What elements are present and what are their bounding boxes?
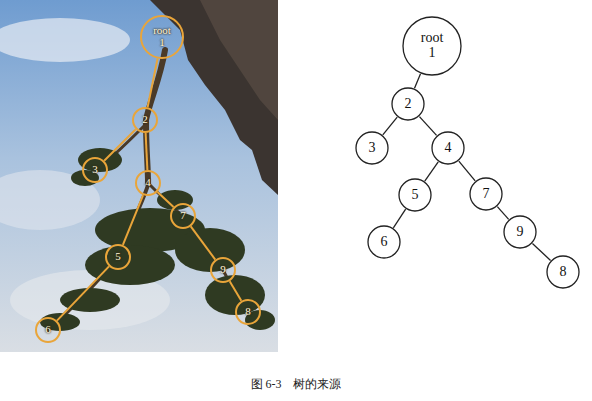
node-label: 4: [445, 141, 452, 156]
node-label: 7: [483, 187, 490, 202]
node-text-wrap: root 1: [417, 31, 447, 60]
node-label: 3: [369, 141, 376, 156]
photo-circle: 4: [135, 170, 161, 196]
photo-branch-line: [123, 195, 143, 245]
node-label: 9: [517, 225, 524, 240]
node-text-wrap: 6: [381, 235, 388, 250]
tree-node: 6: [367, 225, 401, 259]
node-label: 7: [180, 210, 186, 222]
node-text-wrap: 7: [483, 187, 490, 202]
node-label: 5: [115, 251, 121, 263]
figure-caption: 图 6-3 树的来源: [0, 376, 592, 393]
photo-circle: 2: [132, 107, 158, 133]
tree-node: 3: [355, 131, 389, 165]
tree-node: root 1: [402, 16, 462, 76]
photo-branch-line: [230, 281, 242, 301]
photo-circle: 8: [235, 299, 261, 325]
node-text-wrap: 2: [142, 114, 148, 126]
node-text-wrap: root 1: [150, 25, 174, 48]
photo-circle: 5: [105, 244, 131, 270]
node-text-wrap: 7: [180, 210, 186, 222]
photo-branch-line: [148, 59, 158, 108]
photo-branch-line: [57, 266, 109, 320]
node-text-wrap: 2: [405, 97, 412, 112]
node-label: 2: [405, 97, 412, 112]
photo-branch-line: [191, 226, 216, 259]
tree-edge: [532, 244, 550, 261]
node-text-wrap: 5: [412, 188, 419, 203]
tree-node: 4: [431, 131, 465, 165]
node-label: 8: [560, 265, 567, 280]
node-text-wrap: 3: [369, 141, 376, 156]
node-text-wrap: 9: [517, 225, 524, 240]
tree-edge: [383, 117, 397, 135]
tree-node: 9: [503, 215, 537, 249]
node-text-wrap: 4: [445, 141, 452, 156]
photo-circle: 6: [35, 317, 61, 343]
photo-circle: 7: [170, 203, 196, 229]
photo-circle: 3: [82, 157, 108, 183]
node-label: 9: [220, 264, 226, 276]
node-text-wrap: 8: [245, 306, 251, 318]
node-text-wrap: 4: [145, 177, 151, 189]
photo-circle: root 1: [140, 15, 184, 59]
node-label: 4: [145, 177, 151, 189]
node-label: 2: [142, 114, 148, 126]
tree-node: 8: [546, 255, 580, 289]
tree-edge: [497, 207, 508, 220]
tree-node: 2: [391, 87, 425, 121]
node-text-wrap: 9: [220, 264, 226, 276]
photo-circle: 9: [210, 257, 236, 283]
node-text-wrap: 5: [115, 251, 121, 263]
photo-branch-line: [157, 192, 173, 207]
node-label: 6: [45, 324, 51, 336]
node-label: 5: [412, 188, 419, 203]
tree-edge: [459, 161, 475, 181]
photo-branch-line: [146, 133, 148, 170]
tree-edge: [393, 209, 405, 228]
tree-edge: [419, 117, 436, 136]
photo-branch-line: [104, 129, 136, 161]
tree-node: 7: [469, 177, 503, 211]
tree-edge: [425, 162, 438, 181]
node-text-wrap: 8: [560, 265, 567, 280]
node-label: root 1: [417, 31, 447, 60]
tree-node: 5: [398, 178, 432, 212]
node-text-wrap: 3: [92, 164, 98, 176]
tree-edge: [414, 74, 420, 89]
node-label: 8: [245, 306, 251, 318]
node-label: 3: [92, 164, 98, 176]
node-text-wrap: 6: [45, 324, 51, 336]
node-label: root 1: [150, 25, 174, 48]
node-label: 6: [381, 235, 388, 250]
